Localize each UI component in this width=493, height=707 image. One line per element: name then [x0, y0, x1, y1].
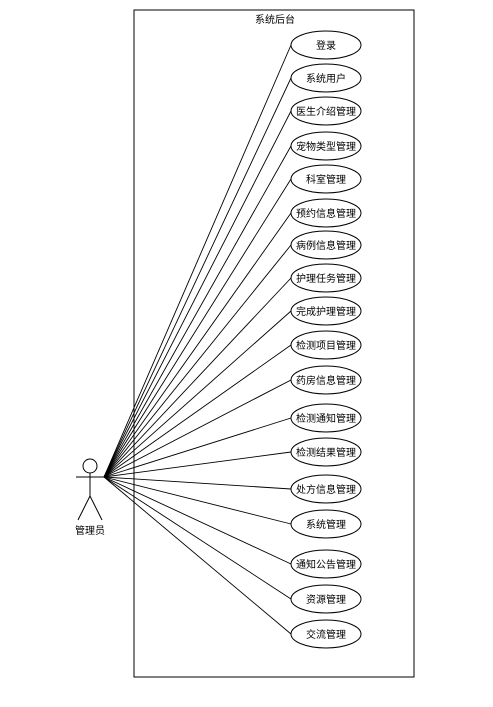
use-case-ellipse	[290, 509, 362, 539]
use-case: 科室管理	[290, 164, 362, 194]
system-boundary	[133, 9, 415, 678]
use-case: 护理任务管理	[290, 263, 362, 293]
use-case: 病例信息管理	[290, 230, 362, 260]
association-line	[103, 379, 292, 478]
use-case: 医生介绍管理	[290, 96, 362, 126]
association-line	[103, 145, 292, 478]
use-case-ellipse	[290, 437, 362, 467]
use-case-ellipse	[290, 164, 362, 194]
association-line	[103, 476, 292, 565]
use-case-label: 宠物类型管理	[296, 140, 356, 153]
use-case-ellipse	[290, 549, 362, 579]
use-case: 交流管理	[290, 619, 362, 649]
use-case-ellipse	[290, 403, 362, 433]
actor-admin: 管理员	[75, 458, 105, 537]
association-lines	[103, 44, 292, 635]
use-case-label: 通知公告管理	[296, 558, 356, 571]
use-case-label: 科室管理	[306, 173, 346, 186]
association-line	[103, 310, 292, 478]
association-line	[103, 476, 292, 490]
association-line	[103, 476, 292, 600]
use-case-label: 资源管理	[306, 593, 346, 606]
use-case-ellipse	[290, 131, 362, 161]
use-case: 宠物类型管理	[290, 131, 362, 161]
use-case: 药房信息管理	[290, 365, 362, 395]
use-case-label: 系统用户	[306, 72, 346, 85]
use-case: 处方信息管理	[290, 474, 362, 504]
use-case-ellipse	[290, 198, 362, 228]
use-case-label: 处方信息管理	[296, 483, 356, 496]
association-line	[103, 277, 292, 478]
use-case-label: 药房信息管理	[296, 374, 356, 387]
association-line	[103, 110, 292, 478]
use-case-ellipse	[290, 365, 362, 395]
use-case-ellipse	[290, 263, 362, 293]
use-case-ellipse	[290, 584, 362, 614]
association-line	[103, 451, 292, 478]
use-case-ellipse	[290, 330, 362, 360]
use-case: 登录	[290, 30, 362, 60]
use-case-ellipse	[290, 30, 362, 60]
use-case: 系统管理	[290, 509, 362, 539]
use-case-ellipse	[290, 96, 362, 126]
use-case: 预约信息管理	[290, 198, 362, 228]
actor-label: 管理员	[75, 524, 105, 537]
actor-right-leg	[89, 495, 103, 521]
association-line	[103, 476, 292, 525]
system-title: 系统后台	[255, 13, 295, 26]
association-line	[103, 417, 292, 478]
association-line	[103, 476, 292, 635]
use-case-label: 病例信息管理	[296, 239, 356, 252]
use-case: 检测结果管理	[290, 437, 362, 467]
use-case: 完成护理管理	[290, 296, 362, 326]
use-case: 检测通知管理	[290, 403, 362, 433]
use-case-label: 登录	[316, 39, 336, 52]
use-case-label: 检测项目管理	[296, 339, 356, 352]
use-case-label: 护理任务管理	[296, 272, 356, 285]
use-case-ellipse	[290, 474, 362, 504]
use-case-label: 医生介绍管理	[296, 105, 356, 118]
association-line	[103, 44, 292, 478]
actor-head	[82, 458, 98, 474]
use-case-group: 登录系统用户医生介绍管理宠物类型管理科室管理预约信息管理病例信息管理护理任务管理…	[290, 30, 362, 649]
association-line	[103, 212, 292, 478]
use-case-label: 检测通知管理	[296, 412, 356, 425]
use-case: 检测项目管理	[290, 330, 362, 360]
use-case-label: 预约信息管理	[296, 207, 356, 220]
association-line	[103, 178, 292, 478]
use-case-label: 系统管理	[306, 518, 346, 531]
use-case-label: 检测结果管理	[296, 446, 356, 459]
association-line	[103, 344, 292, 478]
use-case: 资源管理	[290, 584, 362, 614]
actor-left-leg	[77, 495, 91, 521]
association-line	[103, 244, 292, 478]
use-case: 通知公告管理	[290, 549, 362, 579]
association-line	[103, 77, 292, 478]
use-case-label: 交流管理	[306, 628, 346, 641]
use-case-ellipse	[290, 63, 362, 93]
use-case-ellipse	[290, 296, 362, 326]
use-case-label: 完成护理管理	[296, 305, 356, 318]
use-case-ellipse	[290, 619, 362, 649]
use-case: 系统用户	[290, 63, 362, 93]
use-case-ellipse	[290, 230, 362, 260]
